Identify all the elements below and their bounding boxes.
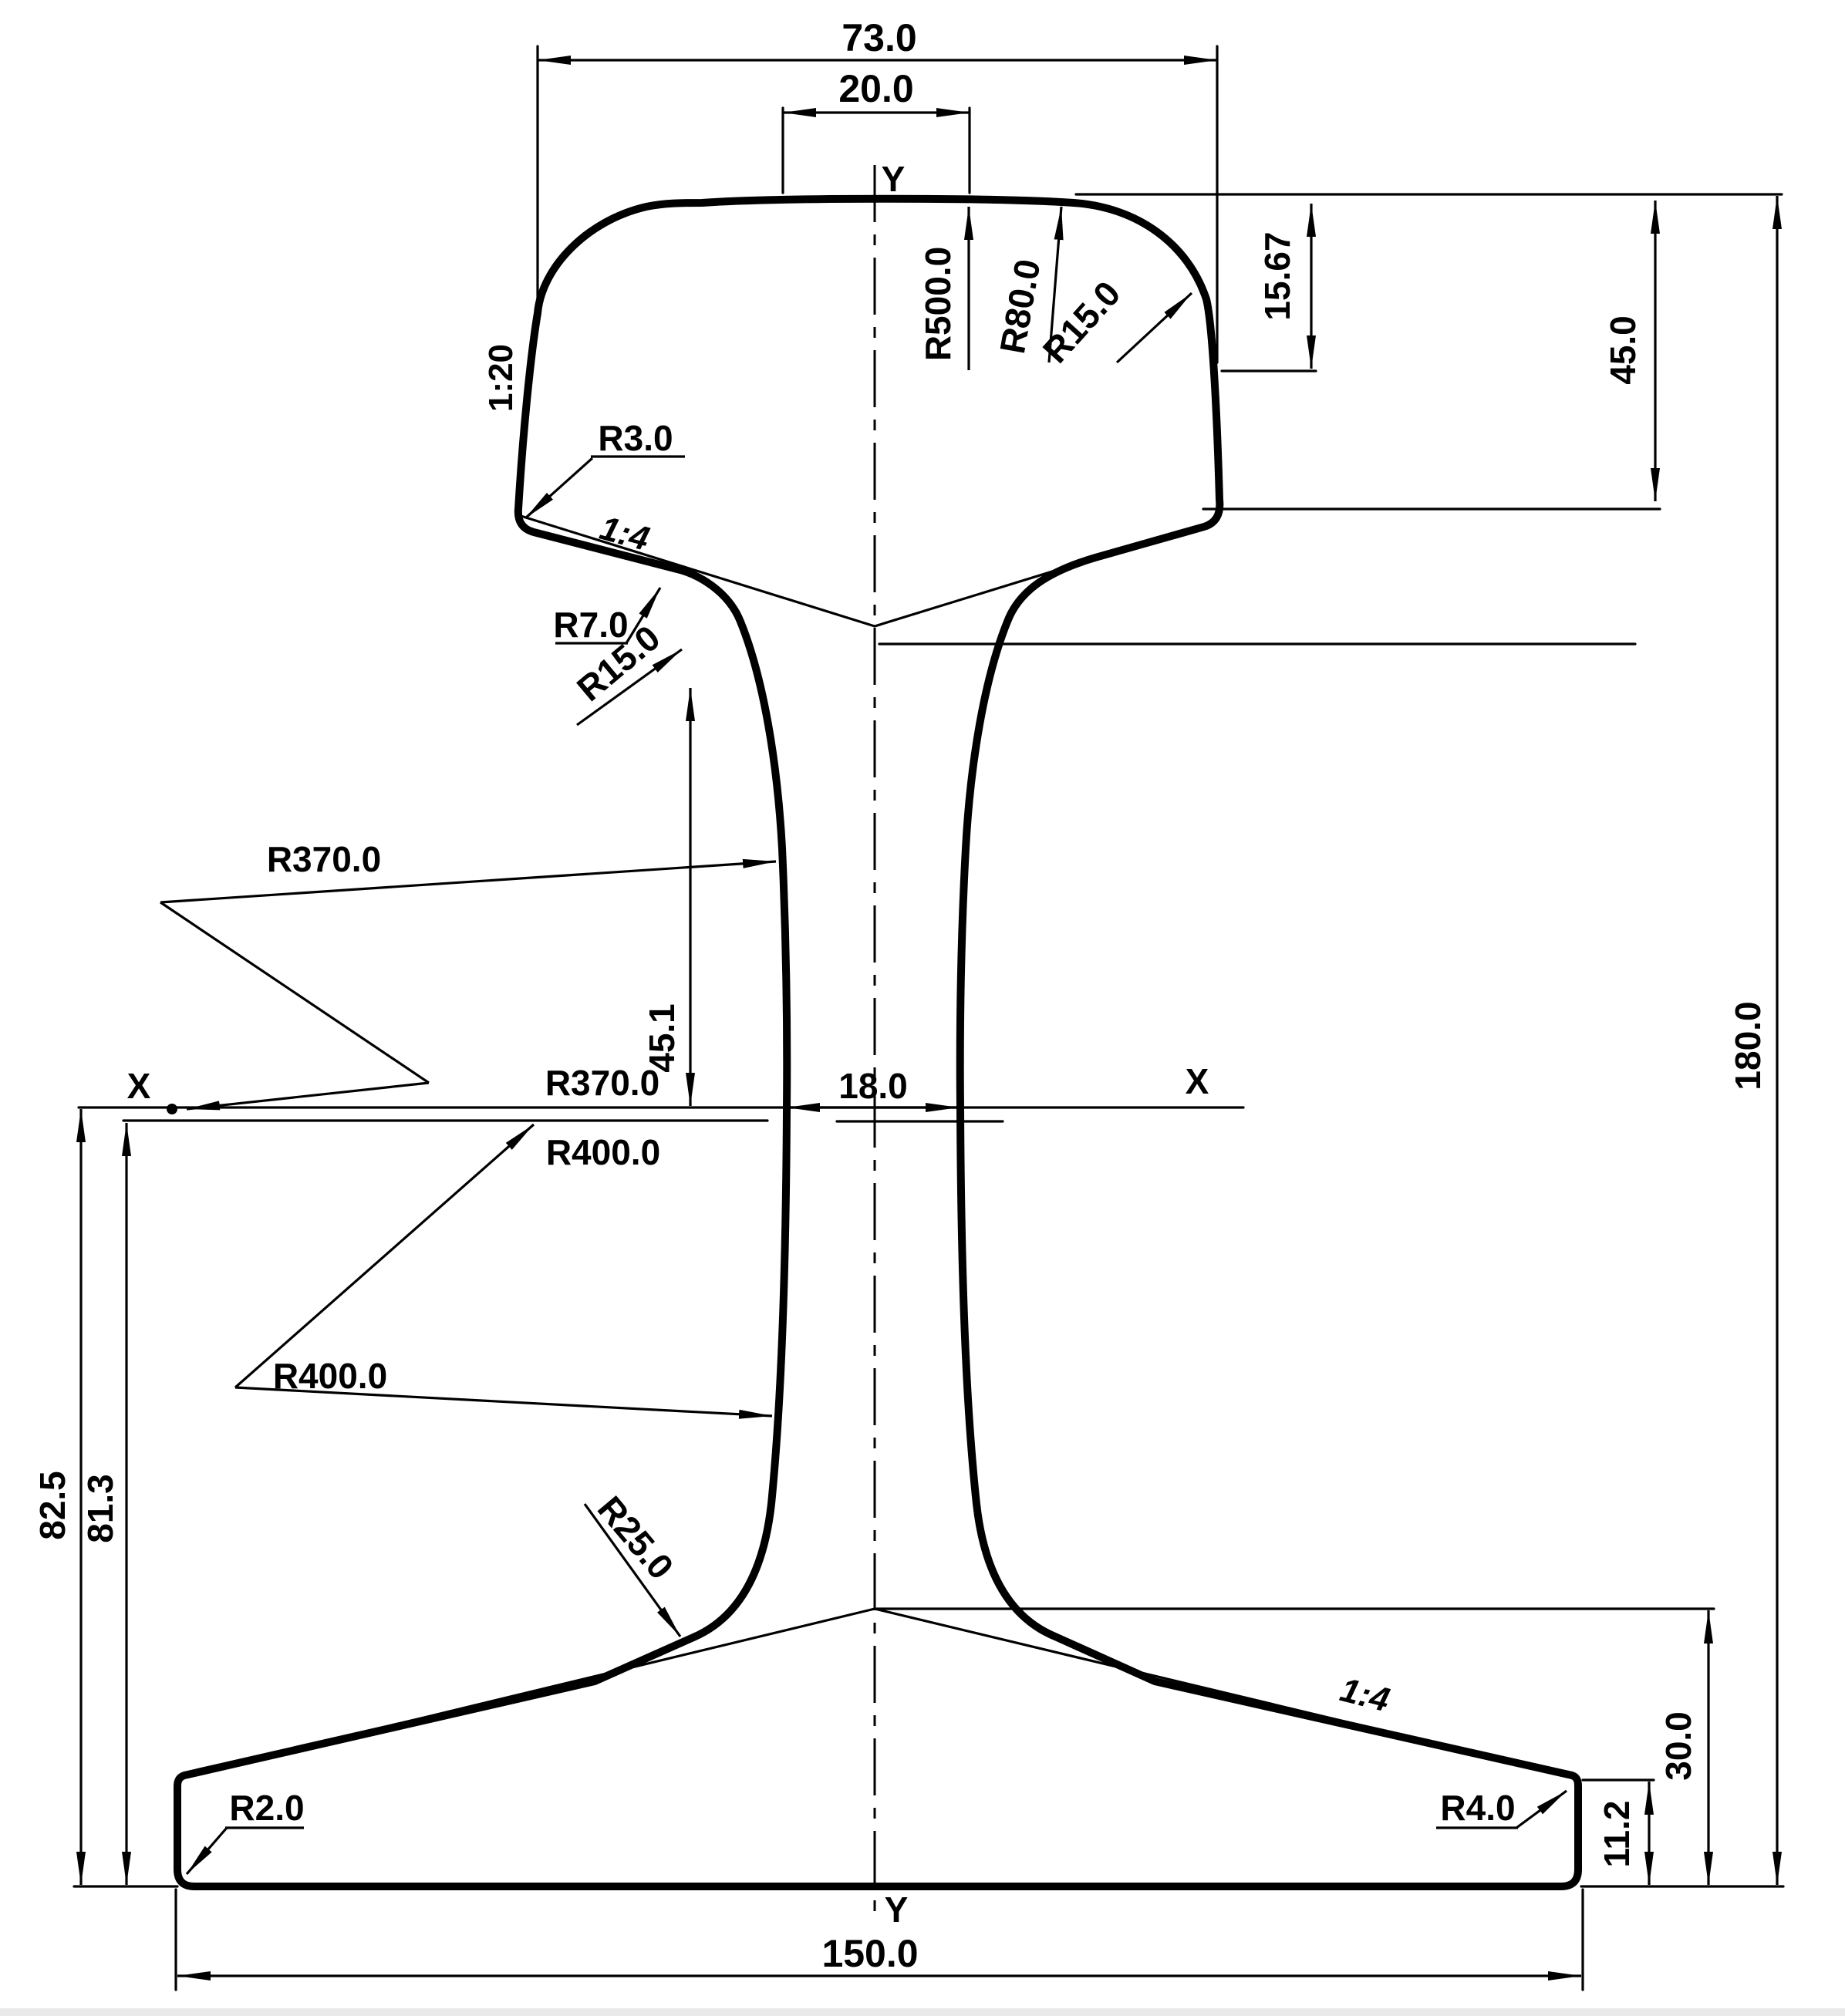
extension-lines [73,45,1785,1991]
dim-foot-height: 30.0 [1658,1711,1698,1781]
radius-label-foot-corner-right: R4.0 [1440,1788,1515,1828]
leader-web-radius-upper [160,858,777,904]
radius-label-web-upper-ref: R370.0 [545,1063,659,1103]
dim-head-width: 73.0 [842,16,916,59]
leader-foot-corner-right [1516,1789,1567,1829]
leader-web-radius-lower [234,1386,773,1419]
leader-fillet-r7 [625,587,662,644]
axis-label-y-bottom: Y [885,1890,909,1930]
label-underlines [225,455,1518,1829]
leader-head-corner-radius [1115,292,1193,364]
dim-foot-width: 150.0 [821,1932,918,1975]
radius-label-web-lower-ref: R400.0 [546,1132,660,1172]
leader-fillet-r15 [576,648,683,727]
zigzag-upper-arrow [186,1081,430,1111]
radius-label-web-upper: R370.0 [267,839,381,879]
zigzag-junction-dot [167,1104,177,1114]
dim-axis-to-base-alt: 81.3 [80,1474,120,1543]
leader-foot-fillet [583,1503,682,1637]
dim-axis-to-base: 82.5 [32,1471,73,1540]
underhead-slope-lines [517,514,1206,628]
dim-web-thickness: 18.0 [838,1066,908,1106]
zigzag-lower [234,1123,535,1389]
radius-label-foot-corner-left: R2.0 [229,1788,304,1828]
rail-profile-outline [174,194,1582,1890]
leader-foot-corner-left [185,1826,228,1876]
dim-crown-width: 20.0 [838,67,913,110]
leader-shoulder-radius [1047,206,1064,363]
radius-label-foot-fillet: R25.0 [590,1488,682,1586]
axis-label-y-top: Y [882,159,906,199]
leader-underhead-corner [524,457,594,520]
dim-web-upper-height: 45.1 [642,1003,682,1073]
dim-foot-edge-height: 11.2 [1597,1801,1637,1868]
radius-label-underhead-corner: R3.0 [598,418,673,458]
dim-head-height: 45.0 [1603,315,1643,385]
dim-gauge-depth: 15.67 [1257,231,1297,320]
radius-label-crown: R500.0 [918,247,958,361]
radius-label-web-lower: R400.0 [273,1356,387,1396]
zigzag-upper [160,901,430,1084]
scan-edge-strip [0,2008,1845,2016]
radius-label-head-corner: R15.0 [1035,273,1128,370]
radius-label-fillet-r7: R7.0 [553,605,628,645]
slope-label-foot: 1:4 [1337,1670,1394,1719]
axis-label-x-right: X [1186,1061,1209,1101]
axis-label-x-left: X [127,1066,151,1106]
slope-label-head-side: 1:20 [482,344,520,412]
dim-total-height: 180.0 [1728,1001,1768,1090]
